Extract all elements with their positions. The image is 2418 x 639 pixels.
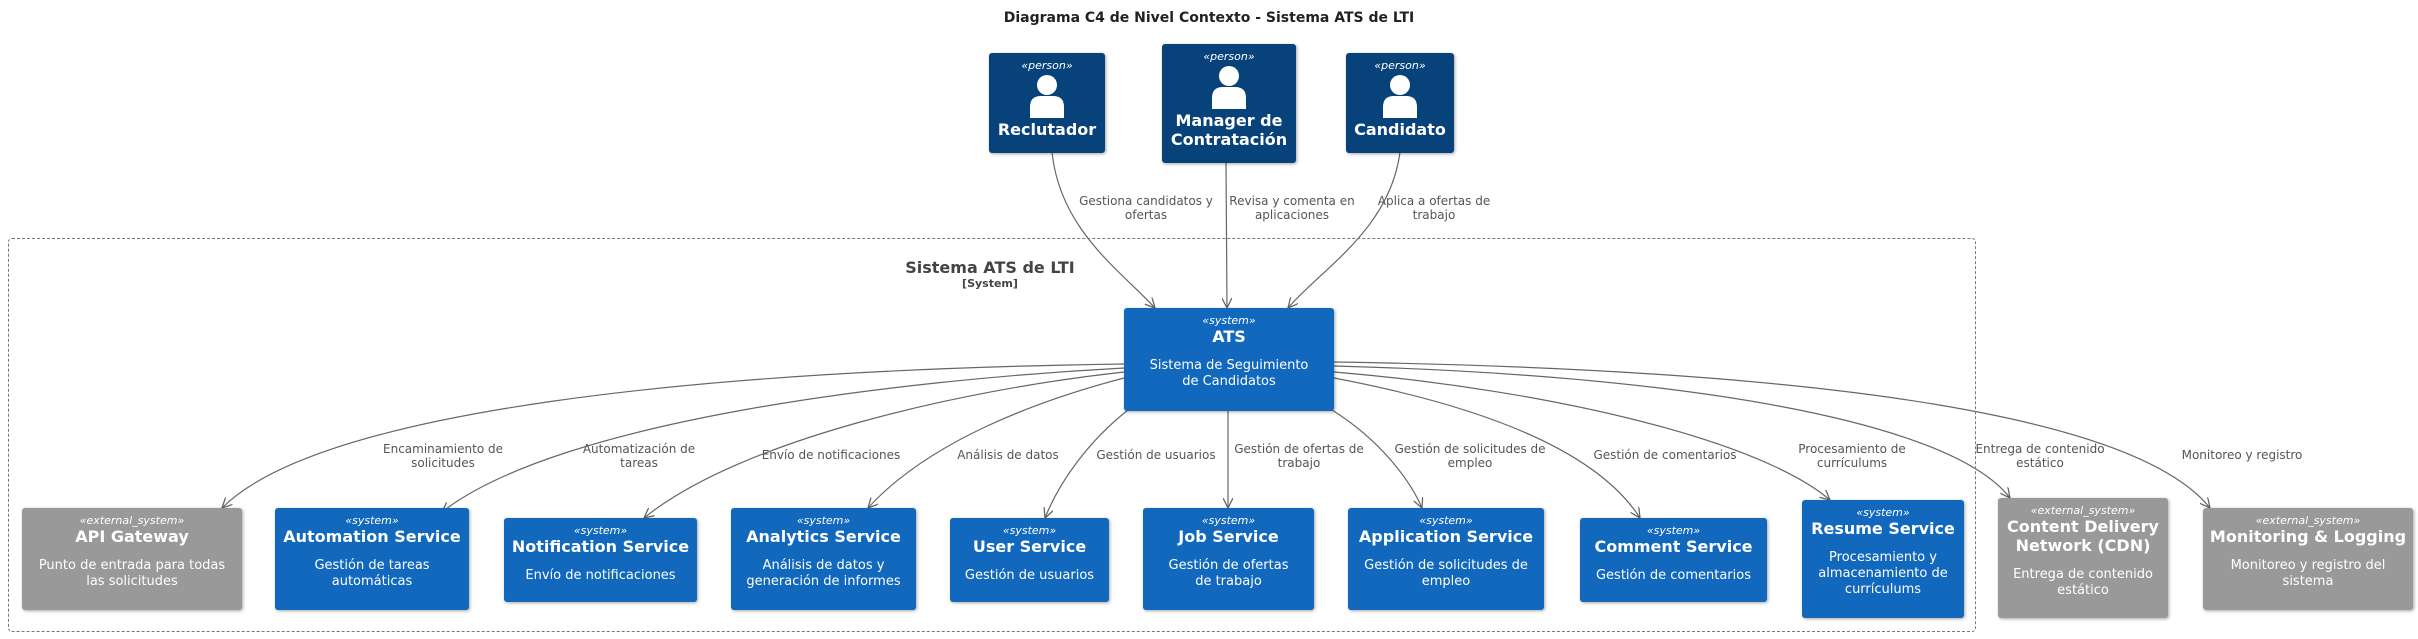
system-user-service[interactable]: «system» User Service Gestión de usuario… bbox=[950, 518, 1109, 602]
edge-ats-analytics bbox=[868, 377, 1125, 508]
system-resume-service[interactable]: «system» Resume Service Procesamiento y … bbox=[1802, 500, 1964, 618]
person-candidato[interactable]: «person» Candidato bbox=[1346, 53, 1454, 153]
stereotype: «system» bbox=[1002, 524, 1057, 537]
system-description: Gestión de usuarios bbox=[964, 568, 1095, 583]
system-name: API Gateway bbox=[75, 527, 189, 546]
person-icon bbox=[1030, 75, 1064, 118]
edge-ats-notification bbox=[644, 371, 1125, 518]
stereotype: «external_system» bbox=[2030, 504, 2136, 517]
system-description: Gestión de ofertas de trabajo bbox=[1168, 558, 1289, 589]
diagram-title: Diagrama C4 de Nivel Contexto - Sistema … bbox=[1003, 10, 1415, 26]
system-description: Punto de entrada para todas las solicitu… bbox=[38, 558, 226, 589]
stereotype: «external_system» bbox=[2255, 514, 2361, 527]
edge-label: Automatización de tareas bbox=[582, 442, 696, 470]
stereotype: «system» bbox=[1202, 314, 1256, 327]
person-icon bbox=[1383, 75, 1417, 118]
system-name: ATS bbox=[1212, 327, 1246, 346]
person-name: Reclutador bbox=[997, 120, 1097, 139]
external-system-cdn[interactable]: «external_system» Content Delivery Netwo… bbox=[1998, 498, 2168, 618]
edge-label: Procesamiento de currículums bbox=[1798, 442, 1906, 470]
edge-label: Aplica a ofertas de trabajo bbox=[1377, 194, 1491, 222]
edge-label: Análisis de datos bbox=[957, 448, 1059, 462]
system-name: Notification Service bbox=[511, 537, 690, 556]
person-reclutador[interactable]: «person» Reclutador bbox=[989, 53, 1105, 153]
edge-label: Gestiona candidatos y ofertas bbox=[1079, 194, 1213, 222]
stereotype: «external_system» bbox=[79, 514, 185, 527]
person-name: Candidato bbox=[1354, 120, 1446, 139]
edge-ats-automation bbox=[442, 367, 1125, 512]
edge-candidato-ats bbox=[1288, 151, 1401, 308]
system-automation-service[interactable]: «system» Automation Service Gestión de t… bbox=[275, 508, 469, 610]
edge-ats-monitoring bbox=[1333, 361, 2210, 508]
stereotype: «system» bbox=[345, 514, 399, 527]
edge-ats-user bbox=[1045, 409, 1129, 518]
system-name: Automation Service bbox=[283, 527, 461, 546]
person-name: Manager de Contratación bbox=[1170, 111, 1288, 149]
system-name: Monitoring & Logging bbox=[2209, 527, 2407, 546]
system-name: Analytics Service bbox=[746, 527, 901, 546]
system-description: Gestión de solicitudes de empleo bbox=[1364, 558, 1528, 589]
stereotype: «person» bbox=[1203, 50, 1255, 63]
system-description: Monitoreo y registro del sistema bbox=[2230, 558, 2386, 589]
edge-ats-cdn bbox=[1333, 365, 2010, 498]
system-description: Análisis de datos y generación de inform… bbox=[746, 558, 901, 589]
system-boundary bbox=[8, 238, 1976, 632]
edge-manager-ats bbox=[1226, 161, 1227, 308]
system-name: User Service bbox=[972, 537, 1087, 556]
edge-label: Revisa y comenta en aplicaciones bbox=[1229, 194, 1355, 222]
edge-ats-resume bbox=[1333, 371, 1830, 500]
stereotype: «system» bbox=[1646, 524, 1701, 537]
person-icon bbox=[1212, 66, 1246, 109]
system-notification-service[interactable]: «system» Notification Service Envío de n… bbox=[504, 518, 697, 602]
system-description: Entrega de contenido estático bbox=[2013, 567, 2153, 598]
external-system-monitoring-logging[interactable]: «external_system» Monitoring & Logging M… bbox=[2203, 508, 2413, 610]
system-description: Envío de notificaciones bbox=[525, 568, 676, 583]
system-ats[interactable]: «system» ATS Sistema de Seguimiento de C… bbox=[1124, 308, 1334, 411]
edge-label: Gestión de comentarios bbox=[1593, 448, 1737, 462]
system-application-service[interactable]: «system» Application Service Gestión de … bbox=[1348, 508, 1544, 610]
system-name: Content Delivery Network (CDN) bbox=[2007, 517, 2159, 555]
stereotype: «person» bbox=[1374, 59, 1426, 72]
system-comment-service[interactable]: «system» Comment Service Gestión de come… bbox=[1580, 518, 1767, 602]
edge-ats-application bbox=[1331, 409, 1422, 508]
edge-ats-api-gateway bbox=[222, 363, 1125, 508]
system-description: Gestión de tareas automáticas bbox=[314, 558, 430, 589]
stereotype: «system» bbox=[796, 514, 851, 527]
edge-label: Encaminamiento de solicitudes bbox=[383, 442, 503, 470]
edge-label: Gestión de usuarios bbox=[1096, 448, 1216, 462]
stereotype: «person» bbox=[1021, 59, 1073, 72]
stereotype: «system» bbox=[573, 524, 628, 537]
edge-label: Gestión de solicitudes de empleo bbox=[1394, 442, 1546, 470]
system-name: Application Service bbox=[1358, 527, 1534, 546]
person-manager[interactable]: «person» Manager de Contratación bbox=[1162, 44, 1296, 163]
external-system-api-gateway[interactable]: «external_system» API Gateway Punto de e… bbox=[22, 508, 242, 610]
stereotype: «system» bbox=[1856, 506, 1910, 519]
boundary-tag: [System] bbox=[962, 277, 1018, 290]
edge-label: Monitoreo y registro bbox=[2181, 448, 2303, 462]
system-name: Job Service bbox=[1178, 527, 1279, 546]
system-job-service[interactable]: «system» Job Service Gestión de ofertas … bbox=[1143, 508, 1314, 610]
system-description: Sistema de Seguimiento de Candidatos bbox=[1149, 358, 1309, 389]
system-name: Comment Service bbox=[1594, 537, 1753, 556]
edge-label: Gestión de ofertas de trabajo bbox=[1234, 442, 1364, 470]
edge-label: Envío de notificaciones bbox=[761, 448, 901, 462]
edge-reclutador-ats bbox=[1051, 151, 1155, 308]
stereotype: «system» bbox=[1419, 514, 1473, 527]
system-description: Gestión de comentarios bbox=[1595, 568, 1751, 583]
edge-label: Entrega de contenido estático bbox=[1975, 442, 2105, 470]
stereotype: «system» bbox=[1201, 514, 1256, 527]
system-name: Resume Service bbox=[1811, 519, 1955, 538]
boundary-title: Sistema ATS de LTI bbox=[905, 258, 1075, 277]
system-analytics-service[interactable]: «system» Analytics Service Análisis de d… bbox=[731, 508, 916, 610]
edge-ats-comment bbox=[1333, 377, 1640, 518]
system-description: Procesamiento y almacenamiento de curríc… bbox=[1818, 550, 1948, 597]
